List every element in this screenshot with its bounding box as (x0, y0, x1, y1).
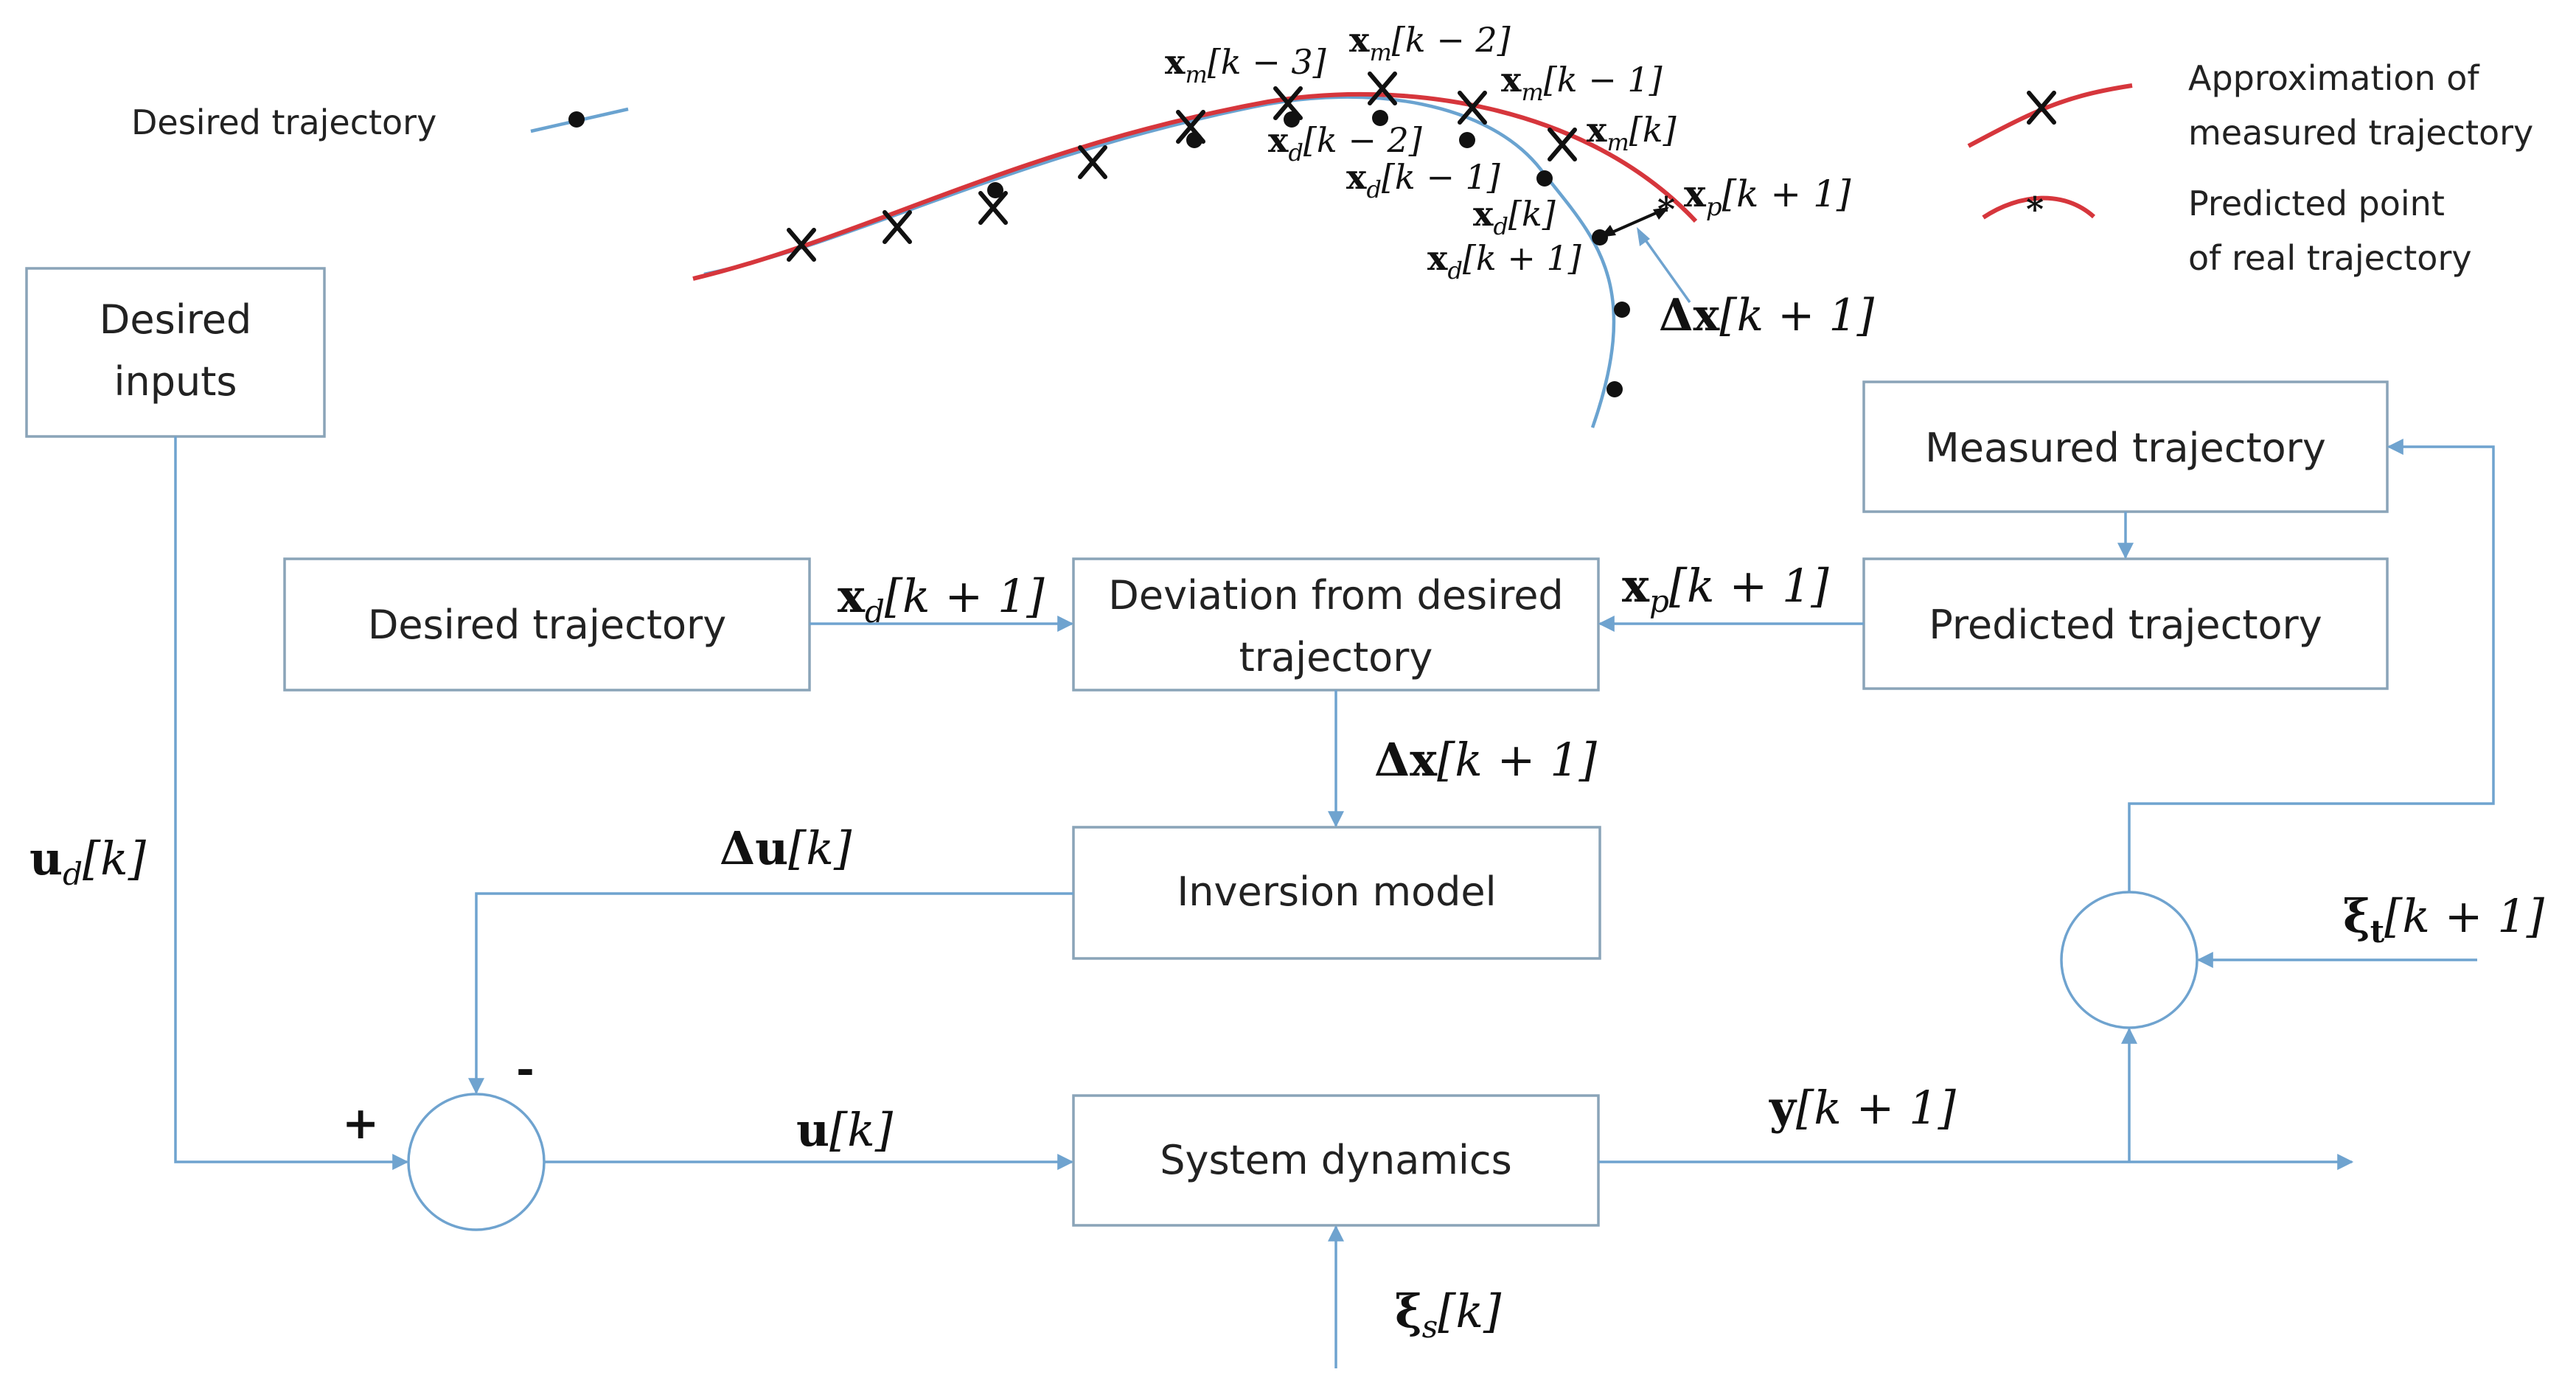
signal-y-k-plus-1: y[k + 1] (1769, 1081, 1957, 1135)
signal-ud-k: ud[k] (29, 832, 147, 892)
label-xm-k-minus-1: xm[k − 1] (1501, 60, 1663, 106)
desired-point-marker (1372, 110, 1388, 126)
trajectory-illustration: * xm[k − 3] xm[k − 2] xm[k − 1] xm[k] xd… (692, 20, 1875, 428)
deviation-line1: Deviation from desired (1108, 572, 1563, 619)
desired-point-marker (1459, 132, 1475, 148)
label-xd-k-plus-1: xd[k + 1] (1427, 238, 1581, 285)
desired-point-marker (1284, 111, 1300, 128)
label-xm-k: xm[k] (1587, 110, 1677, 156)
legend-desired-trajectory-dot (568, 111, 585, 128)
desired-point-marker (1536, 170, 1553, 187)
label-xd-k-minus-1: xd[k − 1] (1346, 157, 1500, 203)
signal-delta-u: Δu[k] (720, 821, 852, 875)
desired-point-marker (1606, 381, 1623, 397)
signal-labels: xd[k + 1] xp[k + 1] Δx[k + 1] Δu[k] ud[k… (29, 559, 2545, 1345)
measured-point-marker (1078, 145, 1107, 179)
block-inversion-model: Inversion model (1072, 826, 1601, 960)
measured-point-marker (1458, 91, 1487, 125)
desired-trajectory-curve (703, 95, 1616, 428)
signal-xp-k-plus-1: xp[k + 1] (1622, 559, 1829, 619)
signal-xi-s: ξs[k] (1395, 1284, 1502, 1345)
desired-point-marker (987, 182, 1003, 198)
legend-approximation-line (1967, 83, 2133, 148)
sign-plus: + (342, 1098, 379, 1149)
label-xp-k-plus-1: xp[k + 1] (1684, 172, 1851, 222)
block-system-dynamics: System dynamics (1072, 1094, 1600, 1227)
summing-junction-input (407, 1093, 546, 1231)
measured-trajectory-label: Measured trajectory (1925, 425, 2326, 471)
summing-junction-output (2060, 891, 2199, 1029)
signal-xd-k-plus-1: xd[k + 1] (838, 569, 1045, 630)
deviation-line2: trajectory (1239, 634, 1433, 680)
wire-feedback (2128, 439, 2495, 892)
measured-point-marker (978, 191, 1008, 225)
signal-delta-x: Δx[k + 1] (1374, 733, 1598, 787)
block-desired-trajectory: Desired trajectory (283, 557, 811, 692)
system-dynamics-label: System dynamics (1160, 1137, 1512, 1183)
legend-predicted-line (1982, 195, 2096, 220)
block-desired-inputs: Desired inputs (25, 267, 326, 438)
legend-desired-trajectory-label: Desired trajectory (131, 102, 436, 142)
delta-x-pointer (1639, 232, 1691, 304)
label-xd-k: xd[k] (1473, 194, 1556, 240)
desired-inputs-line2: inputs (114, 358, 237, 405)
measured-approximation-curve (692, 91, 1698, 281)
legend-approximation-marker (2027, 91, 2056, 125)
wire-delta-u (468, 892, 1073, 1095)
sign-minus: - (516, 1043, 535, 1095)
block-measured-trajectory: Measured trajectory (1862, 380, 2389, 513)
label-xm-k-minus-2: xm[k − 2] (1349, 20, 1511, 66)
block-predicted-trajectory: Predicted trajectory (1862, 557, 2389, 690)
deviation-arrow (1606, 209, 1663, 236)
measured-point-marker (1368, 72, 1397, 105)
block-deviation: Deviation from desired trajectory (1072, 557, 1600, 692)
signal-u-k: u[k] (796, 1103, 894, 1157)
desired-trajectory-label: Desired trajectory (368, 602, 726, 648)
measured-point-marker (883, 210, 912, 244)
signal-xi-t: ξt[k + 1] (2343, 889, 2545, 950)
measured-point-marker (787, 228, 816, 262)
desired-point-marker (1614, 302, 1630, 318)
predicted-trajectory-label: Predicted trajectory (1929, 602, 2322, 648)
label-xd-k-minus-2: xd[k − 2] (1268, 120, 1422, 167)
desired-inputs-line1: Desired (100, 296, 251, 343)
inversion-model-label: Inversion model (1177, 868, 1496, 915)
measured-point-marker (1548, 128, 1577, 161)
label-xm-k-minus-3: xm[k − 3] (1165, 42, 1326, 88)
desired-point-marker (1186, 132, 1202, 148)
signal-wires (174, 436, 2495, 1368)
legend-predicted-asterisk: * (2026, 189, 2044, 229)
wire-ud (174, 436, 409, 1170)
label-delta-x: Δx[k + 1] (1659, 290, 1875, 341)
